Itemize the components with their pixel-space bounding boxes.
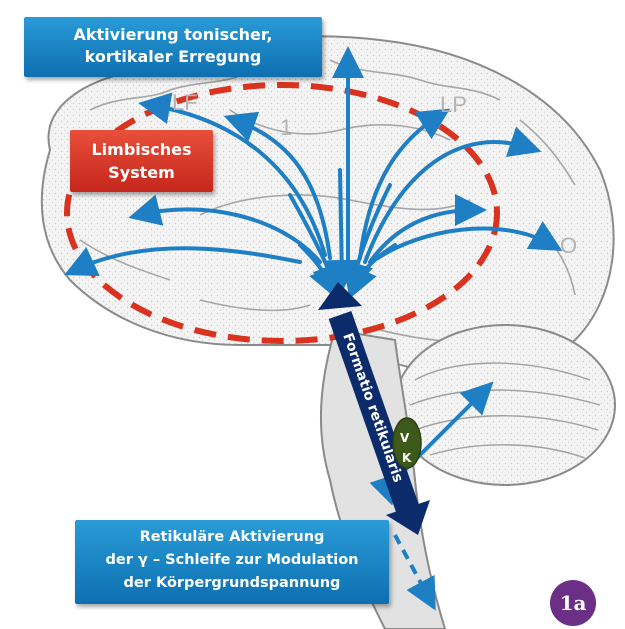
nucleus-label-bottom: K [402,451,412,465]
limbic-line1: Limbisches [70,138,213,161]
limbic-system-box: Limbisches System [70,130,213,192]
lobe-label-occipital: O [560,233,577,258]
reticular-activation-box: Retikuläre Aktivierung der γ – Schleife … [75,520,389,604]
reticular-line1: Retikuläre Aktivierung [75,526,389,549]
lobe-label-central: 1 [280,115,292,140]
reticular-line3: der Körpergrundspannung [75,572,389,595]
nucleus-label-top: V [400,431,410,445]
reticular-line2: der γ – Schleife zur Modulation [75,549,389,572]
lobe-label-frontal: LF [172,90,198,115]
lobe-label-parietal: LP [440,92,467,117]
limbic-line2: System [70,161,213,184]
cortical-activation-line2: kortikaler Erregung [24,46,322,68]
figure-badge: 1a [550,580,596,626]
cerebellum [395,325,615,485]
cortical-activation-box: Aktivierung tonischer, kortikaler Erregu… [24,17,322,77]
cortical-activation-line1: Aktivierung tonischer, [24,24,322,46]
